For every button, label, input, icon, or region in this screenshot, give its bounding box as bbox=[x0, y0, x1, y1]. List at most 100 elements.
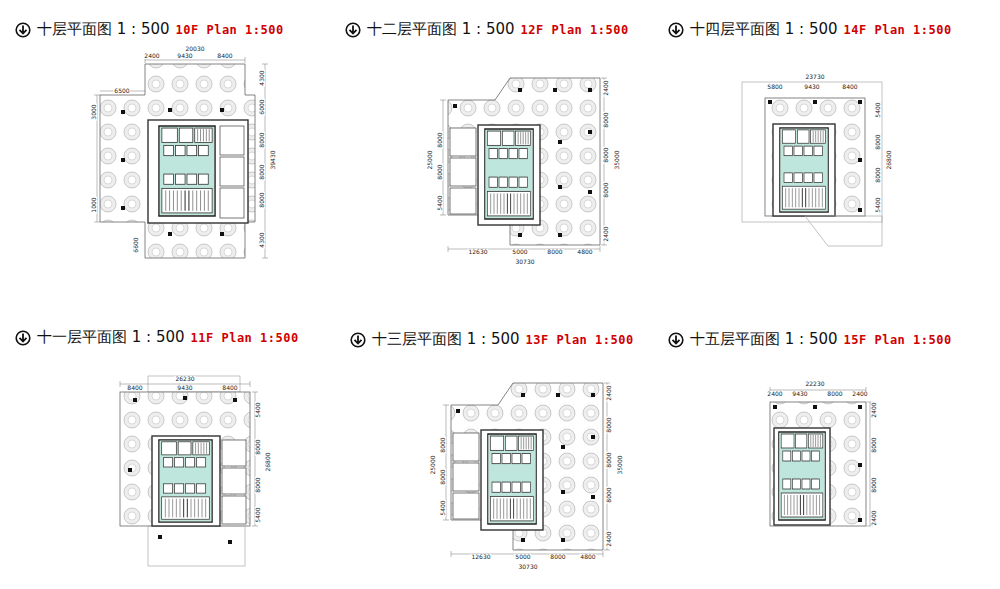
plan-title-cn: 十三层平面图 1 : 500 bbox=[372, 330, 520, 349]
dimension-text: 8000 bbox=[875, 166, 881, 183]
dimension-text: 5400 bbox=[437, 194, 443, 211]
dimension-text: 12630 bbox=[470, 554, 491, 560]
dimension-text: 22230 bbox=[804, 381, 825, 387]
dimension-text: 8000 bbox=[546, 249, 563, 255]
plan-13f bbox=[443, 383, 610, 557]
dimension-text: 4300 bbox=[259, 69, 265, 86]
down-arrow-icon bbox=[350, 332, 366, 348]
dimension-text: 2400 bbox=[766, 391, 783, 397]
dimension-text: 6500 bbox=[113, 88, 130, 94]
floor-plan: 十四层平面图 1 : 500 14F Plan 1:500 bbox=[668, 20, 992, 255]
plan-title: 十层平面图 1 : 500 10F Plan 1:500 bbox=[15, 20, 339, 39]
dimension-text: 5400 bbox=[255, 401, 261, 418]
dimension-text: 26230 bbox=[174, 376, 195, 382]
dimension-text: 8000 bbox=[437, 131, 443, 148]
dimension-text: 9430 bbox=[803, 84, 820, 90]
down-arrow-icon bbox=[15, 22, 31, 38]
dimension-text: 2400 bbox=[606, 530, 612, 547]
dimension-text: 35000 bbox=[617, 454, 623, 475]
dimension-text: 20030 bbox=[184, 46, 205, 52]
floor-plan: 十五层平面图 1 : 500 15F Plan 1:500 bbox=[668, 330, 992, 560]
plan-title: 十二层平面图 1 : 500 12F Plan 1:500 bbox=[345, 20, 669, 39]
dimension-text: 8000 bbox=[826, 391, 843, 397]
plan-title: 十一层平面图 1 : 500 11F Plan 1:500 bbox=[15, 328, 339, 347]
dimension-text: 5400 bbox=[875, 196, 881, 213]
dimension-text: 6600 bbox=[133, 236, 139, 253]
plan-title: 十五层平面图 1 : 500 15F Plan 1:500 bbox=[668, 330, 992, 349]
dimension-text: 5000 bbox=[514, 554, 531, 560]
dimension-text: 30730 bbox=[517, 564, 538, 570]
dimension-text: 12630 bbox=[467, 249, 488, 255]
dimension-text: 2400 bbox=[603, 225, 609, 242]
dimension-text: 8400 bbox=[126, 385, 143, 391]
plan-14f bbox=[742, 82, 882, 246]
dimension-text: 8000 bbox=[255, 476, 261, 493]
dimension-text: 26800 bbox=[265, 451, 271, 472]
dimension-text: 8000 bbox=[549, 554, 566, 560]
dimension-text: 8000 bbox=[871, 436, 877, 453]
dimension-text: 4800 bbox=[576, 249, 593, 255]
dimension-text: 2400 bbox=[871, 509, 877, 526]
dimension-text: 8000 bbox=[603, 146, 609, 163]
plan-title-en: 15F Plan 1:500 bbox=[844, 333, 952, 347]
dimension-text: 2400 bbox=[606, 384, 612, 401]
plan-15f bbox=[770, 387, 873, 526]
plan-title-en: 12F Plan 1:500 bbox=[521, 23, 629, 37]
dimension-text: 35000 bbox=[614, 149, 620, 170]
dimension-text: 9430 bbox=[176, 53, 193, 59]
plan-title-cn: 十五层平面图 1 : 500 bbox=[690, 330, 838, 349]
dimension-text: 9430 bbox=[176, 385, 193, 391]
dimension-text: 8000 bbox=[606, 451, 612, 468]
plan-10f bbox=[94, 57, 268, 258]
dimension-text: 8400 bbox=[221, 385, 238, 391]
dimension-text: 8400 bbox=[841, 84, 858, 90]
floor-plan: 十一层平面图 1 : 500 11F Plan 1:500 bbox=[15, 328, 339, 578]
dimension-text: 30730 bbox=[514, 259, 535, 265]
dimension-text: 5400 bbox=[875, 101, 881, 118]
dimension-text: 8000 bbox=[440, 468, 446, 485]
dimension-text: 8000 bbox=[259, 163, 265, 180]
plan-title-en: 14F Plan 1:500 bbox=[844, 23, 952, 37]
dimension-text: 8400 bbox=[216, 53, 233, 59]
dimension-text: 1000 bbox=[91, 196, 97, 213]
dimension-text: 8000 bbox=[606, 416, 612, 433]
plan-title: 十三层平面图 1 : 500 13F Plan 1:500 bbox=[350, 330, 664, 349]
dimension-text: 4300 bbox=[259, 231, 265, 248]
dimension-text: 8000 bbox=[437, 163, 443, 180]
dimension-text: 9430 bbox=[791, 391, 808, 397]
dimension-text: 2400 bbox=[851, 391, 868, 397]
plan-title-cn: 十层平面图 1 : 500 bbox=[37, 20, 170, 39]
dimension-text: 5400 bbox=[255, 506, 261, 523]
dimension-text: 8000 bbox=[259, 191, 265, 208]
down-arrow-icon bbox=[15, 330, 31, 346]
dimension-text: 4800 bbox=[579, 554, 596, 560]
plan-title-en: 11F Plan 1:500 bbox=[191, 331, 299, 345]
plan-title-cn: 十一层平面图 1 : 500 bbox=[37, 328, 185, 347]
plan-title-en: 10F Plan 1:500 bbox=[176, 23, 284, 37]
dimension-text: 8000 bbox=[603, 181, 609, 198]
dimension-text: 8000 bbox=[603, 111, 609, 128]
floor-plan: 十二层平面图 1 : 500 12F Plan 1:500 bbox=[345, 20, 669, 275]
dimension-text: 6000 bbox=[259, 98, 265, 115]
dimension-text: 5400 bbox=[440, 499, 446, 516]
plan-title: 十四层平面图 1 : 500 14F Plan 1:500 bbox=[668, 20, 992, 39]
dimension-text: 3000 bbox=[91, 103, 97, 120]
dimension-text: 8000 bbox=[875, 133, 881, 150]
dimension-text: 25000 bbox=[430, 454, 436, 475]
dimension-text: 8000 bbox=[606, 486, 612, 503]
plan-title-cn: 十二层平面图 1 : 500 bbox=[367, 20, 515, 39]
plan-title-cn: 十四层平面图 1 : 500 bbox=[690, 20, 838, 39]
plan-title-en: 13F Plan 1:500 bbox=[526, 333, 634, 347]
dimension-text: 8000 bbox=[255, 438, 261, 455]
plan-12f bbox=[440, 78, 607, 252]
dimension-text: 2400 bbox=[603, 79, 609, 96]
dimension-text: 23730 bbox=[804, 74, 825, 80]
plan-11f bbox=[120, 376, 258, 566]
dimension-text: 5800 bbox=[766, 84, 783, 90]
dimension-text: 8000 bbox=[871, 476, 877, 493]
down-arrow-icon bbox=[345, 22, 361, 38]
dimension-text: 2400 bbox=[871, 401, 877, 418]
dimension-text: 25000 bbox=[427, 149, 433, 170]
dimension-text: 2400 bbox=[143, 53, 160, 59]
dimension-text: 5000 bbox=[511, 249, 528, 255]
